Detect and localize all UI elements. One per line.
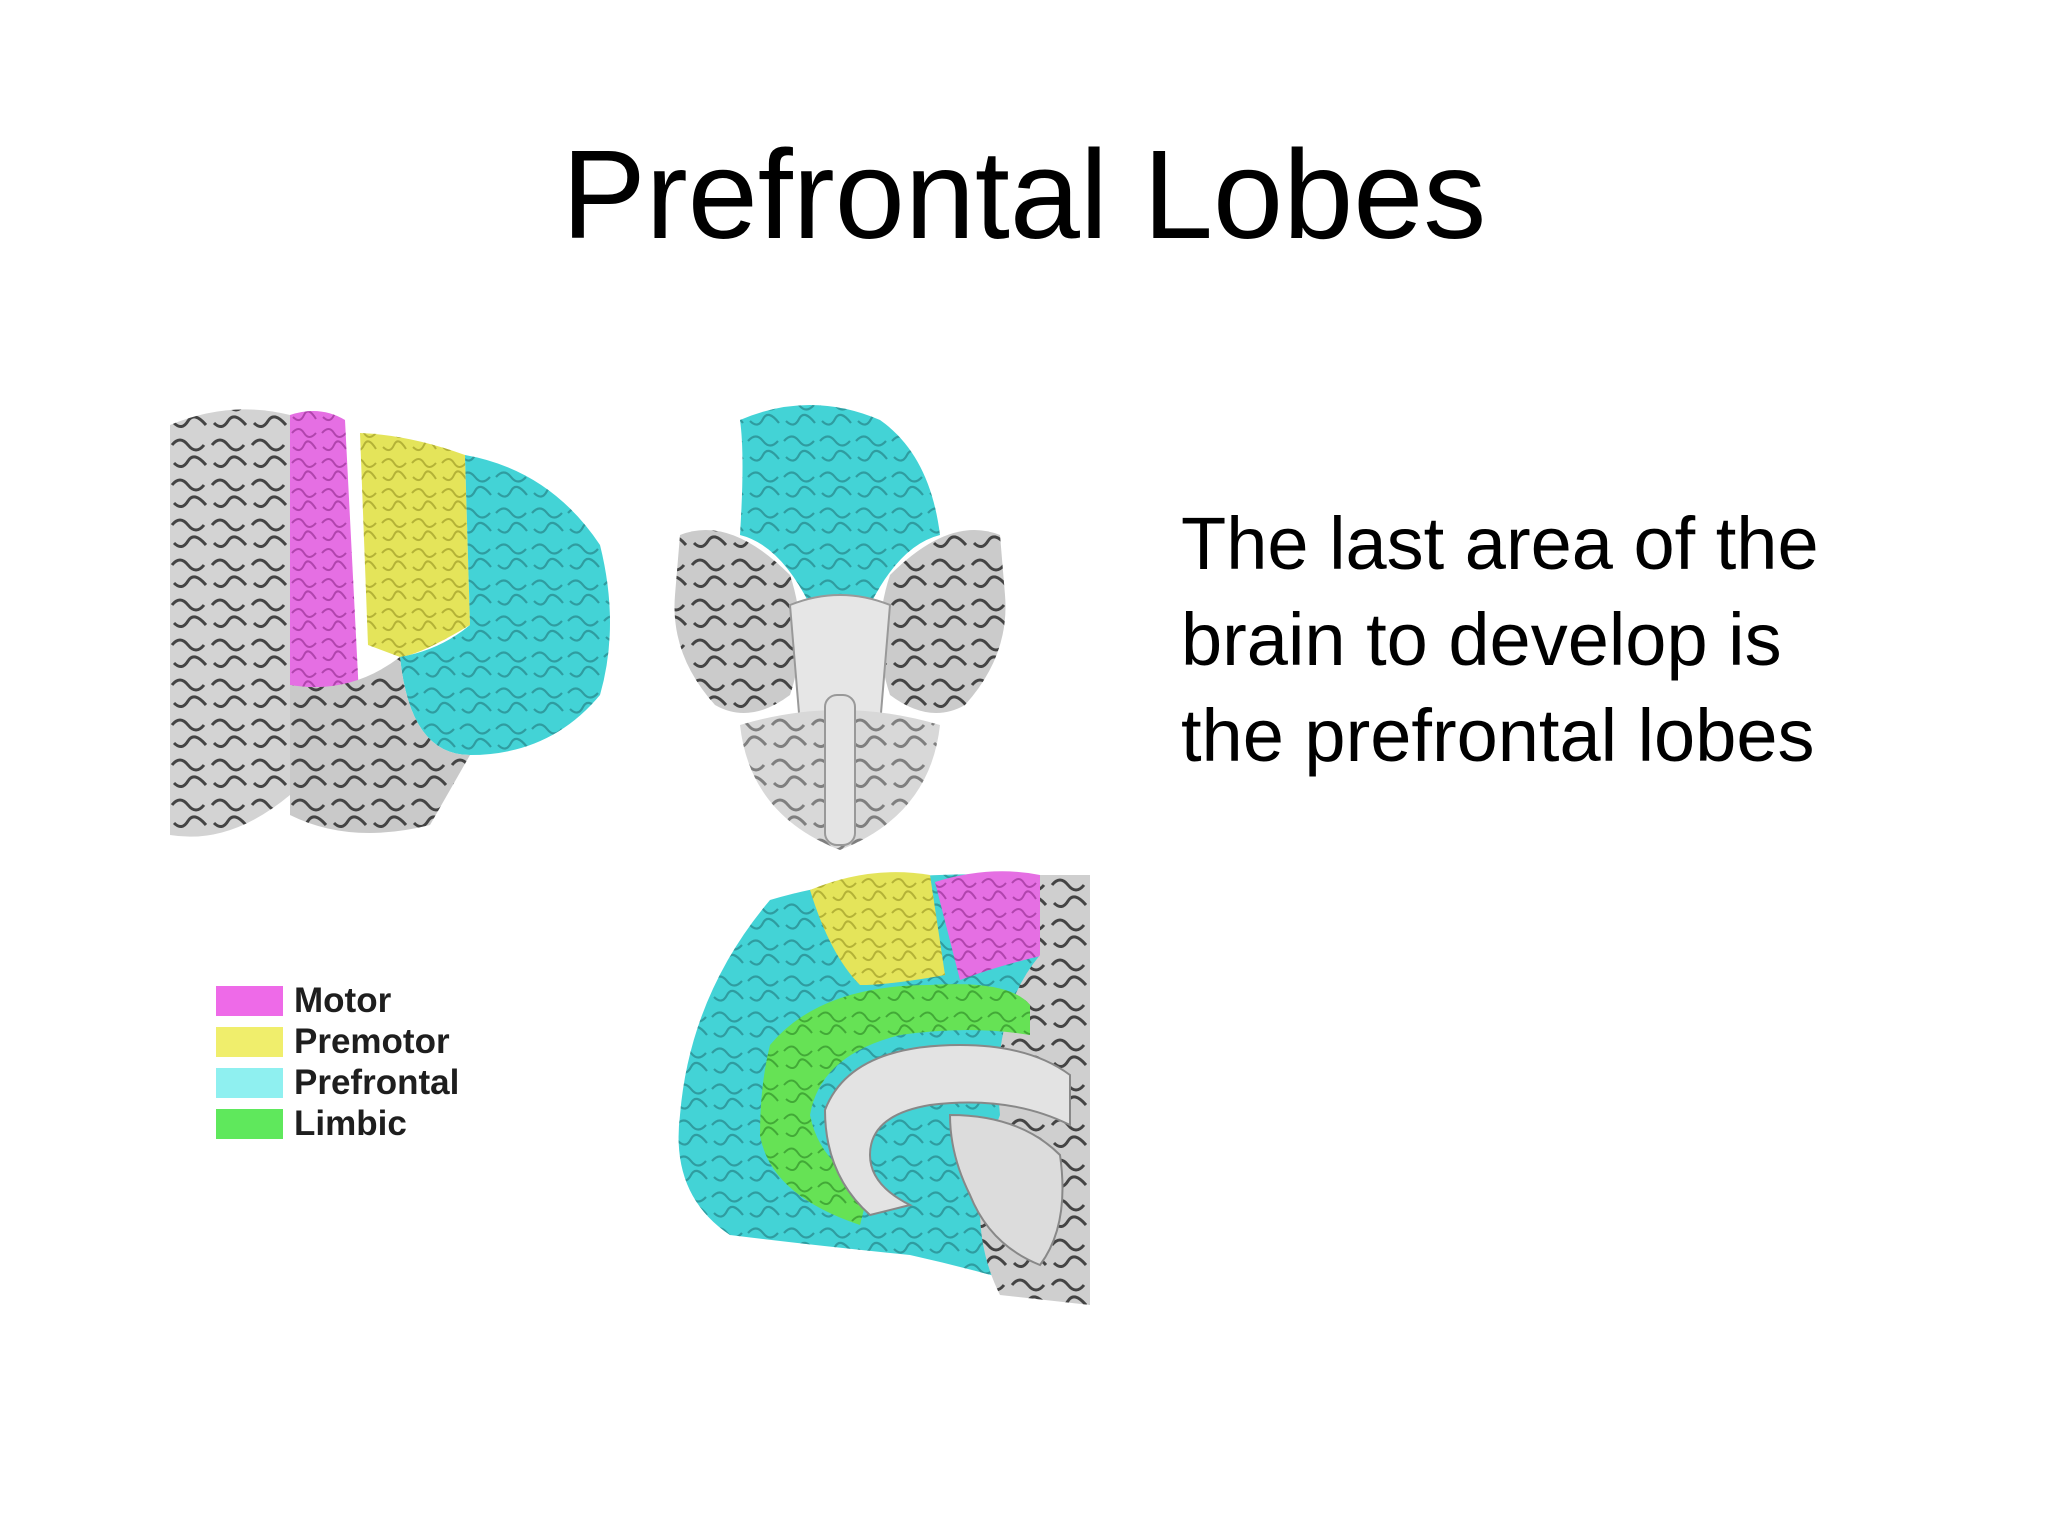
body-line: brain to develop is <box>1181 598 1782 681</box>
legend-swatch <box>216 1108 283 1139</box>
slide-title: Prefrontal Lobes <box>561 124 1487 265</box>
lateral-brain-view <box>170 409 610 837</box>
legend-swatch <box>216 985 283 1016</box>
inferior-brain-view <box>674 405 1006 850</box>
brain-diagram <box>170 405 1090 1305</box>
body-line: the prefrontal lobes <box>1181 694 1815 777</box>
legend-item-motor: Motor <box>216 980 506 1021</box>
legend-swatch <box>216 1067 283 1098</box>
body-line: The last area of the <box>1181 502 1819 585</box>
legend-item-premotor: Premotor <box>216 1021 506 1062</box>
legend-item-prefrontal: Prefrontal <box>216 1062 506 1103</box>
legend-label: Prefrontal <box>294 1062 460 1102</box>
slide-body-text: The last area of the brain to develop is… <box>1181 496 2001 784</box>
legend-item-limbic: Limbic <box>216 1103 506 1144</box>
medial-brain-view <box>678 871 1090 1305</box>
legend-label: Motor <box>294 980 392 1020</box>
legend-label: Limbic <box>294 1103 407 1143</box>
legend: Motor Premotor Prefrontal Limbic <box>216 980 506 1144</box>
legend-swatch <box>216 1026 283 1057</box>
legend-label: Premotor <box>294 1021 450 1061</box>
